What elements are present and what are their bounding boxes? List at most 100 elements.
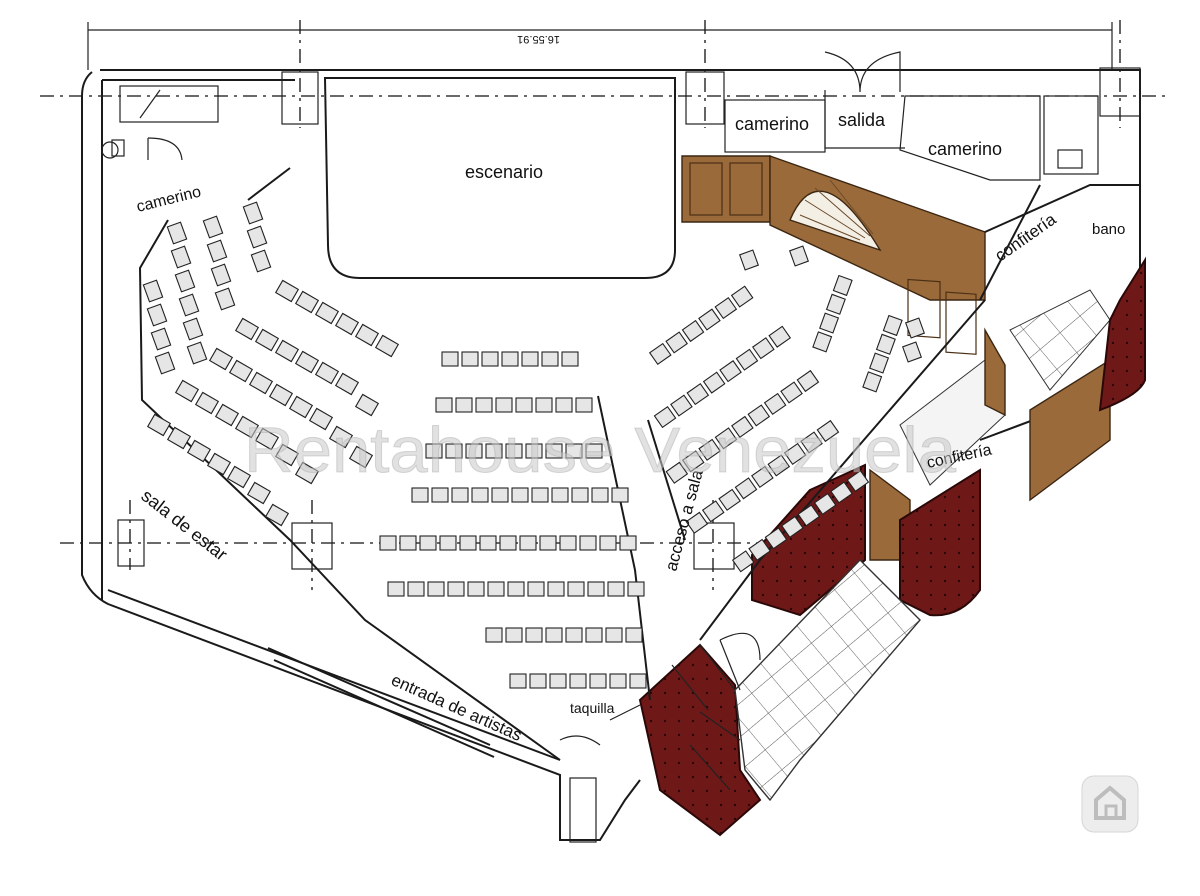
seat xyxy=(734,477,758,500)
seat xyxy=(796,369,820,393)
seat xyxy=(685,511,709,534)
seat xyxy=(146,303,168,327)
seat xyxy=(763,392,787,416)
brand-logo-icon xyxy=(1081,775,1139,833)
seat xyxy=(686,382,710,406)
seat xyxy=(714,427,738,450)
seat xyxy=(435,397,453,413)
seat xyxy=(752,337,775,360)
seat xyxy=(681,319,705,343)
seat xyxy=(248,371,274,395)
seat xyxy=(334,372,360,396)
seat xyxy=(619,535,637,551)
seat xyxy=(471,487,489,503)
seat xyxy=(182,317,204,341)
seat xyxy=(846,469,870,493)
seat xyxy=(718,488,741,511)
seat xyxy=(485,627,503,643)
seat xyxy=(551,487,569,503)
seat xyxy=(214,287,236,311)
seat-row xyxy=(485,627,643,643)
seat xyxy=(475,397,493,413)
seat xyxy=(701,500,725,523)
seat xyxy=(146,413,172,437)
seat xyxy=(629,673,647,689)
seat xyxy=(714,296,738,320)
seat xyxy=(246,225,268,249)
seat xyxy=(254,328,280,352)
seat xyxy=(515,397,533,413)
seat xyxy=(427,581,445,597)
seating-left xyxy=(142,201,400,527)
seat xyxy=(904,317,926,339)
seat xyxy=(561,351,579,367)
seat xyxy=(767,454,791,477)
seat xyxy=(648,342,672,366)
seat xyxy=(611,487,629,503)
seat xyxy=(246,481,272,505)
seat xyxy=(832,274,853,297)
seat xyxy=(527,581,545,597)
seat xyxy=(294,350,320,374)
dimension-label: 16.55.91 xyxy=(517,33,560,45)
seat xyxy=(328,425,354,449)
seat xyxy=(174,379,200,403)
seat xyxy=(407,581,425,597)
seat xyxy=(166,426,192,450)
seat xyxy=(862,371,883,393)
seat xyxy=(605,627,623,643)
seat xyxy=(288,395,314,419)
seat xyxy=(901,341,923,363)
seat xyxy=(505,443,523,459)
seat xyxy=(591,487,609,503)
seat xyxy=(274,279,300,303)
seat xyxy=(505,627,523,643)
seat xyxy=(479,535,497,551)
seat xyxy=(539,535,557,551)
seat xyxy=(228,359,254,383)
seat xyxy=(206,239,228,263)
seat-row xyxy=(379,535,637,551)
seat xyxy=(250,249,272,273)
seat xyxy=(142,279,164,303)
seat xyxy=(531,487,549,503)
lobby-floor xyxy=(719,559,921,802)
seat xyxy=(455,397,473,413)
seat xyxy=(825,293,846,315)
stage: escenario xyxy=(323,77,676,279)
seat xyxy=(559,535,577,551)
seat xyxy=(738,249,760,271)
seat xyxy=(178,293,200,317)
seat xyxy=(334,312,360,336)
seat xyxy=(186,341,208,365)
seat xyxy=(451,487,469,503)
seat-row xyxy=(411,487,629,503)
seat xyxy=(308,407,334,431)
restroom-top-left xyxy=(101,85,219,161)
seat xyxy=(294,290,320,314)
seat xyxy=(653,405,677,429)
seat xyxy=(399,535,417,551)
seat xyxy=(625,627,643,643)
seat xyxy=(541,351,559,367)
seat xyxy=(419,535,437,551)
seat xyxy=(569,673,587,689)
seat xyxy=(768,325,792,348)
dimension-line: 16.55.91 xyxy=(87,22,1113,70)
seat xyxy=(585,627,603,643)
seat xyxy=(587,581,605,597)
seat xyxy=(698,438,721,461)
seat xyxy=(830,481,853,504)
seat xyxy=(788,245,810,267)
seat-row xyxy=(425,443,603,459)
seat xyxy=(511,487,529,503)
seat xyxy=(579,535,597,551)
seat xyxy=(491,487,509,503)
wood-paneling-top xyxy=(681,155,986,355)
seat xyxy=(264,503,290,527)
seat xyxy=(234,317,260,341)
seat xyxy=(670,394,693,417)
seat-row xyxy=(387,581,645,597)
axis-lines xyxy=(40,20,1165,590)
